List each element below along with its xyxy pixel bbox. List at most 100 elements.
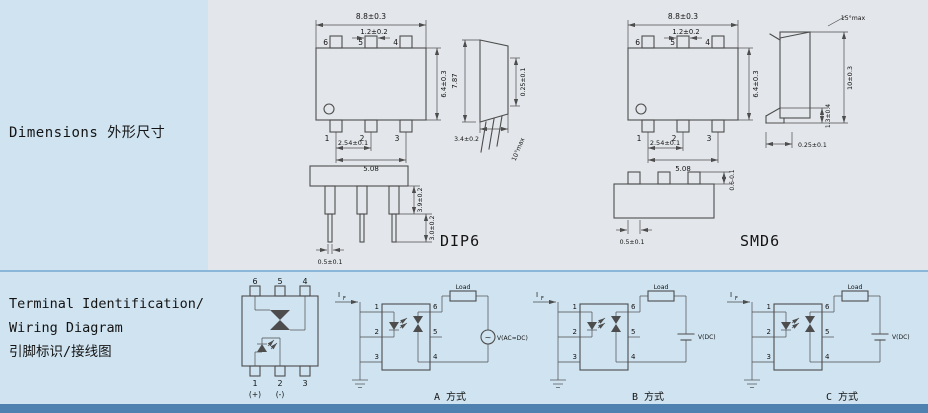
dip6-top-view: 8.8±0.3 1.2±0.2 6.4±0.3 2.54±0.1 5.08 6 …: [315, 12, 448, 173]
current-label: I: [338, 291, 340, 299]
pin-diagram-symbols: [257, 310, 290, 352]
pin2-label: 2: [573, 328, 577, 336]
pin1-label: 1: [375, 303, 379, 311]
pin5-label: 5: [631, 328, 635, 336]
pin1-label: 1: [767, 303, 771, 311]
pin5-label: 5: [670, 38, 675, 47]
dim-width-label: 8.8±0.3: [668, 12, 698, 21]
dim-pin-width-label: 1.2±0.2: [360, 28, 387, 36]
smd6-bottom-view: 0.5±0.1 0.6-0.1: [613, 169, 736, 246]
pin4-label: 4: [631, 353, 636, 361]
dim-pin-width-label: 0.5±0.1: [318, 259, 343, 266]
load-label: Load: [456, 284, 471, 291]
current-sub-label: F: [343, 296, 346, 302]
pin3-label: 3: [302, 379, 307, 388]
circuit-c-components: [773, 290, 889, 371]
pin-diagram: 6 5 4 1 2 3 (+) (-): [241, 277, 319, 399]
dim-pitch-label: 2.54±0.1: [650, 139, 680, 147]
dim-pin-width-label: 1.2±0.2: [672, 28, 699, 36]
pin1-label: 1: [325, 134, 330, 143]
circuit-b: I F 1 2 3 6 5 4 Load V(DC) B 方式: [533, 284, 716, 403]
smd6-top-dim-lines: [627, 20, 753, 163]
dim-body-height-label: 6.4±0.3: [440, 70, 448, 97]
pin4-label: 4: [393, 38, 398, 47]
load-label: Load: [848, 284, 863, 291]
circuit-a-components: [381, 290, 496, 371]
pin1-label: 1: [252, 379, 257, 388]
pin1-label: 1: [637, 134, 642, 143]
circuit-a-wiring: [335, 295, 489, 388]
dim-lead-label: 3.0±0.2: [429, 216, 436, 241]
dimensions-section-title: Dimensions 外形尺寸: [9, 125, 166, 141]
dim-lead-thickness-label: 0.25±0.1: [520, 68, 527, 97]
terminal-title-line3: 引脚标识/接线图: [9, 344, 112, 360]
terminal-title-line1: Terminal Identification/: [9, 296, 205, 312]
dim-lead-thickness-label: 0.25±0.1: [798, 142, 827, 149]
pin3-label: 3: [375, 353, 379, 361]
pin6-label: 6: [635, 38, 640, 47]
dip6-top-dim-lines: [315, 20, 441, 163]
circuit-a-title: A 方式: [434, 390, 466, 403]
dim-pitch-label: 2.54±0.1: [338, 139, 368, 147]
pin2-label: 2: [375, 328, 379, 336]
smd6-top-view: 8.8±0.3 1.2±0.2 6.4±0.3 2.54±0.1 5.08 6 …: [627, 12, 760, 173]
pin5-label: 5: [277, 277, 282, 286]
pin4-label: 4: [433, 353, 438, 361]
pin2-label: 2: [767, 328, 771, 336]
dim-body-height-label: 6.4±0.3: [752, 70, 760, 97]
current-label: I: [536, 291, 538, 299]
dim-width-label: 8.8±0.3: [356, 12, 386, 21]
pin5-label: 5: [358, 38, 363, 47]
dim-lead-angle-label: 10°max: [510, 136, 527, 162]
dim-pin-width-label: 0.5±0.1: [620, 239, 645, 246]
pin-diagram-internal-circuit: [254, 296, 306, 366]
dip6-side-dim-lines: [462, 39, 520, 133]
circuit-b-symbols: [587, 316, 621, 332]
polarity-minus-label: (-): [276, 390, 285, 399]
dim-side-width-label: 7.87: [451, 73, 459, 88]
dim-foot-height-label: 1.3±0.4: [825, 104, 832, 128]
pin5-label: 5: [825, 328, 829, 336]
circuit-c: I F 1 2 3 6 5 4 Load V(DC) C 方式: [727, 284, 910, 403]
current-sub-label: F: [541, 296, 544, 302]
pin4-label: 4: [825, 353, 830, 361]
dimensions-label-panel: [0, 0, 208, 270]
load-label: Load: [654, 284, 669, 291]
dip6-front-dim-lines: [316, 185, 432, 254]
pin6-label: 6: [825, 303, 830, 311]
pin2-label: 2: [277, 379, 282, 388]
dim-span-label: 5.08: [363, 165, 379, 173]
dip6-side-view: 7.87 0.25±0.1 3.4±0.2 10°max: [451, 39, 527, 162]
circuit-b-wiring: [533, 295, 687, 388]
dip6-side-outline: [479, 39, 509, 153]
smd6-side-view: 15°max 1.3±0.4 10±0.3 0.25±0.1: [765, 14, 866, 149]
current-sub-label: F: [735, 296, 738, 302]
dip6-top-outline: [315, 35, 427, 133]
pin6-label: 6: [433, 303, 438, 311]
dip6-front-outline: [309, 165, 409, 243]
pin6-label: 6: [252, 277, 257, 286]
circuit-a: I F 1 2 3 6 5 4 Load ~ V(AC≈DC) A 方式: [335, 284, 528, 403]
dim-body-label: 3.4±0.2: [454, 136, 479, 143]
pin2-label: 2: [360, 134, 365, 143]
smd6-side-outline: [765, 31, 811, 124]
pin4-label: 4: [705, 38, 710, 47]
smd6-bottom-outline: [613, 171, 715, 219]
smd6-side-dim-lines: [765, 15, 848, 148]
circuit-c-wiring: [727, 295, 881, 388]
pin5-label: 5: [433, 328, 437, 336]
pin1-label: 1: [573, 303, 577, 311]
source-label: V(DC): [698, 334, 716, 341]
dim-span-label: 10±0.3: [846, 66, 854, 90]
smd6-bottom-dim-lines: [616, 171, 730, 234]
pin6-label: 6: [631, 303, 636, 311]
pin4-label: 4: [302, 277, 307, 286]
circuit-b-components: [579, 290, 695, 371]
dim-foot-label: 0.6-0.1: [729, 169, 736, 190]
pin3-label: 3: [573, 353, 577, 361]
polarity-plus-label: (+): [249, 390, 261, 399]
pin2-label: 2: [672, 134, 677, 143]
source-label: V(DC): [892, 334, 910, 341]
ac-source-symbol: ~: [485, 333, 492, 342]
